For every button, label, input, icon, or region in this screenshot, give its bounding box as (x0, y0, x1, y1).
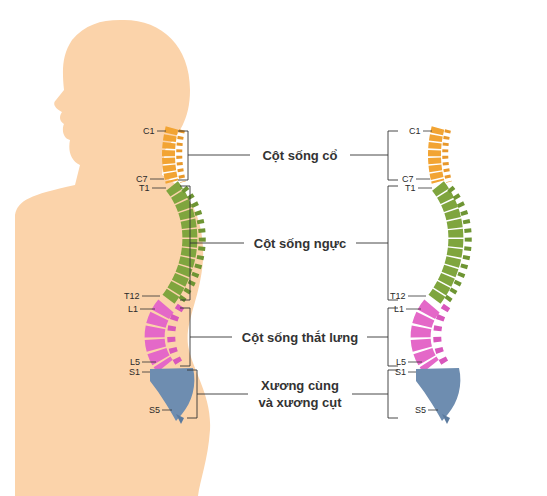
left-brackets (178, 131, 250, 418)
vertebra-label: S1 (129, 367, 140, 377)
vertebra-label: T1 (139, 183, 150, 193)
region-label: Cột sống thắt lưng (215, 329, 385, 346)
vertebra-label: C7 (136, 174, 148, 184)
region-label: Cột sống ngực (230, 235, 370, 252)
vertebra-label: S5 (149, 405, 160, 415)
vertebra-label: S1 (395, 367, 406, 377)
vertebra-label: L5 (396, 357, 406, 367)
vertebra-label: L5 (130, 357, 140, 367)
right-brackets (350, 131, 398, 418)
spine-standalone (406, 128, 468, 424)
region-label: Cột sống cổ (230, 147, 370, 164)
vertebra-label: C1 (143, 126, 155, 136)
vertebra-label: C7 (402, 174, 414, 184)
vertebra-label: T1 (405, 183, 416, 193)
vertebra-label: L1 (128, 304, 138, 314)
spine-in-body (140, 128, 202, 424)
vertebra-label: L1 (394, 304, 404, 314)
vertebra-label: T12 (124, 291, 140, 301)
vertebra-label: T12 (390, 291, 406, 301)
region-label: Xương cùng và xương cụt (256, 377, 344, 411)
body-silhouette (15, 20, 210, 496)
vertebra-label: S5 (415, 405, 426, 415)
vertebra-label: C1 (409, 126, 421, 136)
